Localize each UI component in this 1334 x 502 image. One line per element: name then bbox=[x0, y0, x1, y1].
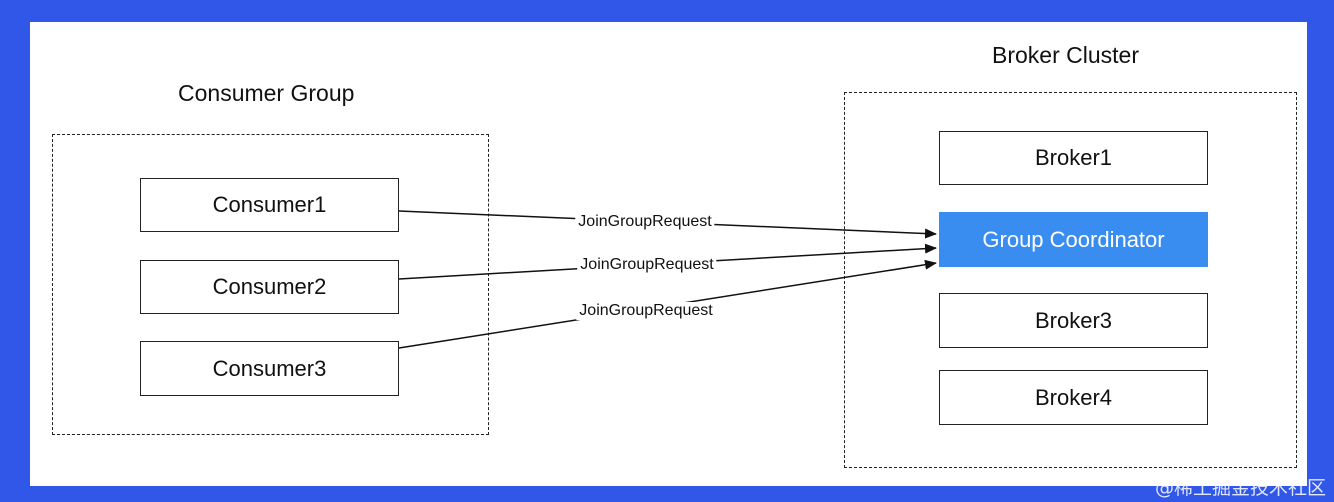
consumer2-node: Consumer2 bbox=[140, 260, 399, 314]
diagram-canvas: Consumer Group Consumer1 Consumer2 Consu… bbox=[30, 22, 1307, 486]
broker1-node: Broker1 bbox=[939, 131, 1208, 185]
broker-cluster-container bbox=[844, 92, 1297, 468]
edge-label-consumer1: JoinGroupRequest bbox=[575, 213, 715, 231]
broker4-node: Broker4 bbox=[939, 370, 1208, 425]
site-watermark: @稀土掘金技术社区 bbox=[1154, 477, 1326, 499]
consumer-group-title: Consumer Group bbox=[178, 80, 355, 106]
edges-layer bbox=[398, 210, 937, 349]
consumer1-node: Consumer1 bbox=[140, 178, 399, 232]
consumer3-node: Consumer3 bbox=[140, 341, 399, 396]
broker-cluster-title: Broker Cluster bbox=[992, 42, 1139, 68]
group-coordinator-node: Group Coordinator bbox=[939, 212, 1208, 267]
consumer-group-container bbox=[52, 134, 489, 435]
edge-label-consumer3: JoinGroupRequest bbox=[576, 302, 716, 320]
edge-label-consumer2: JoinGroupRequest bbox=[577, 256, 717, 274]
broker3-node: Broker3 bbox=[939, 293, 1208, 348]
